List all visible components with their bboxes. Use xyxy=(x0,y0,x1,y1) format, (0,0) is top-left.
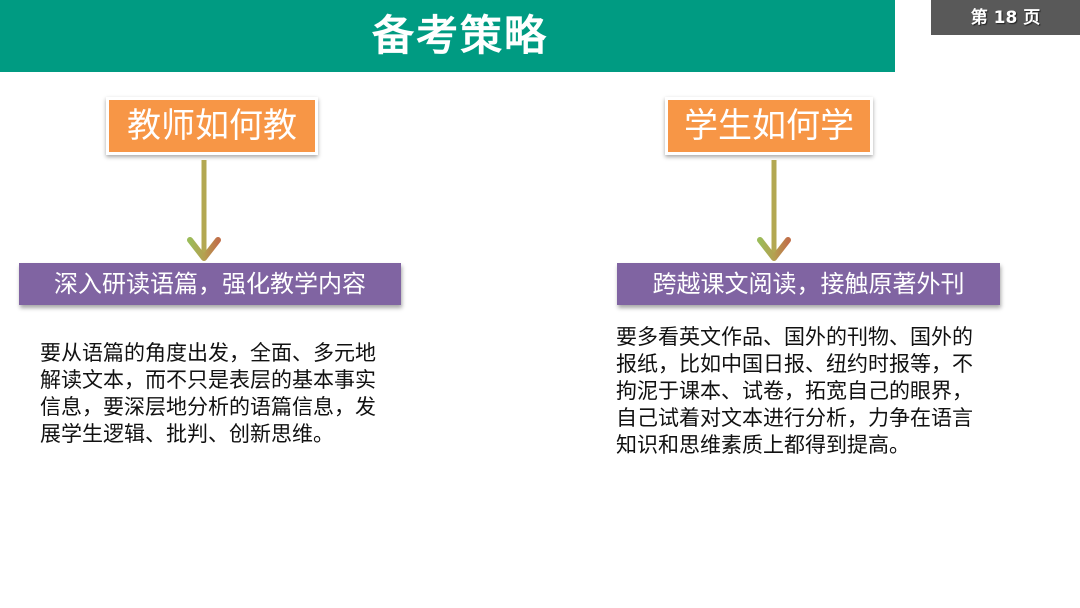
body-line: 自己试着对文本进行分析，力争在语言 xyxy=(616,406,973,430)
student-body-text: 要多看英文作品、国外的刊物、国外的 报纸，比如中国日报、纽约时报等，不 拘泥于课… xyxy=(616,324,973,459)
body-line: 信息，要深层地分析的语篇信息，发 xyxy=(40,395,376,419)
teacher-body-text: 要从语篇的角度出发，全面、多元地 解读文本，而不只是表层的基本事实 信息，要深层… xyxy=(40,340,376,448)
down-arrow-icon xyxy=(187,160,221,261)
body-line: 要多看英文作品、国外的刊物、国外的 xyxy=(616,325,973,349)
page-number-badge: 第 18 页 xyxy=(931,0,1080,35)
teacher-heading-box: 教师如何教 xyxy=(106,97,318,155)
body-line: 要从语篇的角度出发，全面、多元地 xyxy=(40,341,376,365)
body-line: 拘泥于课本、试卷，拓宽自己的眼界， xyxy=(616,379,973,403)
teacher-subheading-box: 深入研读语篇，强化教学内容 xyxy=(19,263,401,305)
body-line: 知识和思维素质上都得到提高。 xyxy=(616,433,910,457)
page-title: 备考策略 xyxy=(371,11,548,60)
body-line: 报纸，比如中国日报、纽约时报等，不 xyxy=(616,352,973,376)
down-arrow-icon xyxy=(757,160,791,261)
body-line: 展学生逻辑、批判、创新思维。 xyxy=(40,422,334,446)
body-line: 解读文本，而不只是表层的基本事实 xyxy=(40,368,376,392)
student-heading-box: 学生如何学 xyxy=(665,97,873,155)
header-bar xyxy=(0,0,895,72)
student-subheading-box: 跨越课文阅读，接触原著外刊 xyxy=(617,263,1000,305)
